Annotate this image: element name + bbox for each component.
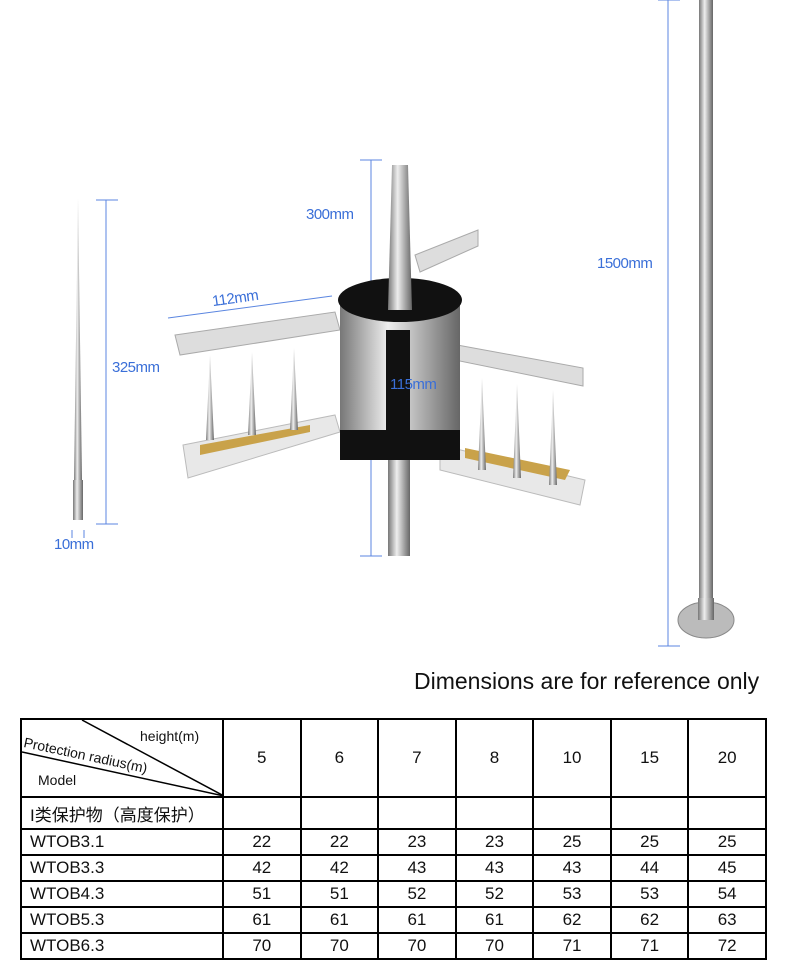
- model-cell: WTOB3.1: [20, 828, 224, 856]
- radius-cell: 22: [299, 828, 380, 856]
- corner-header: height(m) Protection radius(m) Model: [20, 718, 224, 798]
- radius-cell: 62: [532, 906, 612, 934]
- radius-cell: 70: [299, 932, 380, 960]
- model-header: Model: [38, 772, 77, 788]
- arm-right: [414, 229, 586, 506]
- height-header: height(m): [140, 728, 200, 744]
- radius-cell: 22: [222, 828, 302, 856]
- radius-cell: 51: [222, 880, 302, 908]
- height-col: 5: [222, 718, 302, 798]
- height-col: 15: [609, 718, 690, 798]
- model-cell: WTOB5.3: [20, 906, 224, 934]
- model-cell: WTOB4.3: [20, 880, 224, 908]
- arm-left: [174, 311, 341, 479]
- product-illustration: [71, 0, 735, 647]
- height-col: 6: [299, 718, 380, 798]
- radius-cell: 70: [377, 932, 457, 960]
- radius-cell: 61: [454, 906, 535, 934]
- radius-cell: 61: [299, 906, 380, 934]
- radius-cell: 25: [687, 828, 767, 856]
- height-col: 20: [687, 718, 767, 798]
- radius-cell: 23: [377, 828, 457, 856]
- radius-cell: 63: [687, 906, 767, 934]
- height-col: 10: [532, 718, 612, 798]
- category-row: I类保护物（高度保护）: [20, 796, 224, 830]
- lightning-rod: [73, 198, 83, 520]
- radius-cell: 42: [299, 854, 380, 882]
- radius-cell: 70: [222, 932, 302, 960]
- rod-base-label: 10mm: [54, 536, 94, 553]
- central-body: [338, 165, 462, 556]
- mast: [677, 0, 735, 639]
- mast-length-label: 1500mm: [597, 255, 653, 272]
- radius-cell: 45: [687, 854, 767, 882]
- radius-cell: 25: [609, 828, 690, 856]
- radius-cell: 43: [532, 854, 612, 882]
- radius-cell: 53: [609, 880, 690, 908]
- radius-cell: 61: [377, 906, 457, 934]
- model-cell: WTOB3.3: [20, 854, 224, 882]
- reference-note: Dimensions are for reference only: [414, 668, 760, 694]
- radius-cell: 52: [377, 880, 457, 908]
- model-cell: WTOB6.3: [20, 932, 224, 960]
- radius-cell: 53: [532, 880, 612, 908]
- radius-cell: 42: [222, 854, 302, 882]
- radius-cell: 62: [609, 906, 690, 934]
- radius-cell: 25: [532, 828, 612, 856]
- body-height-label: 115mm: [390, 376, 437, 393]
- radius-cell: 54: [687, 880, 767, 908]
- height-col: 8: [454, 718, 535, 798]
- rod-length-label: 325mm: [112, 359, 160, 376]
- radius-cell: 23: [454, 828, 535, 856]
- radius-cell: 43: [377, 854, 457, 882]
- radius-cell: 70: [454, 932, 535, 960]
- radius-cell: 61: [222, 906, 302, 934]
- protection-radius-table: height(m) Protection radius(m) Model 5 6…: [20, 718, 767, 960]
- radius-cell: 44: [609, 854, 690, 882]
- radius-cell: 72: [687, 932, 767, 960]
- radius-cell: 71: [609, 932, 690, 960]
- center-height-label: 300mm: [306, 206, 354, 223]
- radius-cell: 52: [454, 880, 535, 908]
- radius-cell: 51: [299, 880, 380, 908]
- height-col: 7: [377, 718, 457, 798]
- radius-cell: 71: [532, 932, 612, 960]
- radius-cell: 43: [454, 854, 535, 882]
